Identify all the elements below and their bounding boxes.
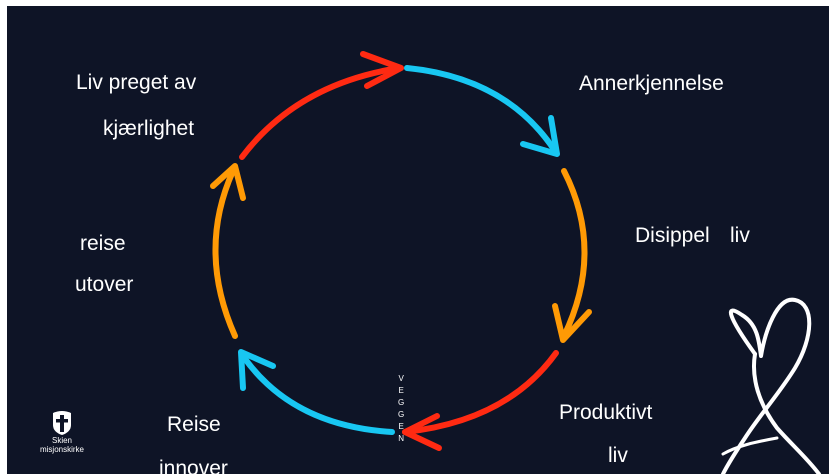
label-annerkjennelse: Annerkjennelse <box>579 72 724 95</box>
vertical-letter: E <box>398 386 404 395</box>
arc-red-top-left <box>239 51 404 160</box>
slide: Liv preget av kjærlighet Annerkjennelse … <box>7 6 829 474</box>
arc-red-bottom-right <box>402 350 559 451</box>
label-reise-innover-2: innover <box>159 457 228 474</box>
arc-blue-top-right <box>404 65 560 157</box>
vertical-word-veggen: V E G G E N <box>398 374 404 443</box>
vertical-letter: E <box>398 422 404 431</box>
arc-orange-right <box>552 168 592 343</box>
vertical-letter: N <box>398 434 404 443</box>
cross-in-shield-icon <box>53 411 71 435</box>
arc-orange-left <box>210 163 246 339</box>
label-reise-utover-1: reise <box>80 232 126 255</box>
label-disippel-liv: liv <box>730 224 750 247</box>
label-liv-preget-av: Liv preget av <box>76 71 197 94</box>
vertical-letter: V <box>398 374 404 383</box>
label-produktivt-liv: liv <box>608 444 628 467</box>
label-produktivt: Produktivt <box>559 401 653 424</box>
logo-text-misjonskirke: misjonskirke <box>39 445 84 454</box>
cycle-diagram <box>210 51 821 474</box>
vertical-letter: G <box>398 410 405 419</box>
arc-blue-bottom-left <box>238 349 395 435</box>
heart-outline-icon <box>721 297 821 474</box>
vertical-letter: G <box>398 398 405 407</box>
label-reise-innover-1: Reise <box>167 413 221 436</box>
label-kjaerlighet: kjærlighet <box>103 117 195 140</box>
label-reise-utover-2: utover <box>75 273 134 296</box>
logo-text-skien: Skien <box>51 436 72 445</box>
church-logo: Skien misjonskirke <box>35 410 89 454</box>
label-disippel: Disippel <box>635 224 710 247</box>
